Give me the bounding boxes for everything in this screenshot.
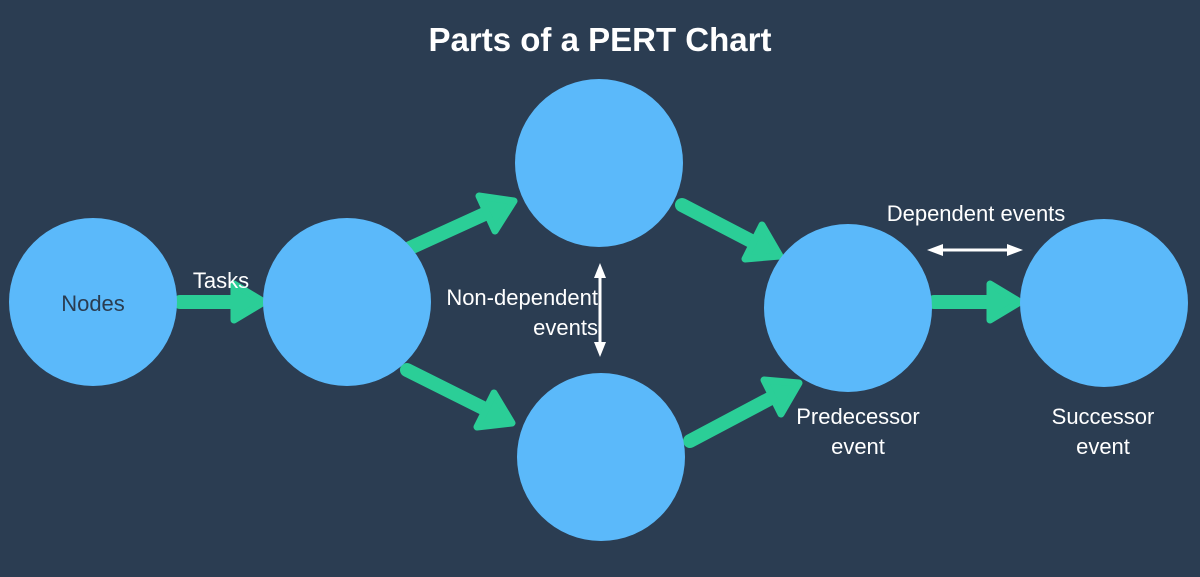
- predecessor-event-label: Predecessor event: [796, 404, 920, 459]
- node-circle-bottom: [517, 373, 685, 541]
- arrow-predecessor-to-successor: [927, 280, 1024, 324]
- node-circle-predecessor: [764, 224, 932, 392]
- nodes-label: Nodes: [61, 291, 125, 316]
- diagram-title: Parts of a PERT Chart: [428, 21, 772, 58]
- successor-event-label: Successor event: [1051, 404, 1155, 459]
- double-arrow-dependent: [927, 244, 1023, 256]
- arrow-hub-to-bottom: [400, 363, 516, 431]
- non-dependent-events-label: Non-dependent events: [446, 285, 598, 340]
- dependent-events-label: Dependent events: [886, 201, 1066, 226]
- node-circle-nodes: [9, 218, 177, 386]
- node-circle-top: [515, 79, 683, 247]
- arrow-bottom-to-predecessor: [683, 376, 803, 448]
- tasks-label: Tasks: [192, 268, 250, 293]
- node-circle-successor: [1020, 219, 1188, 387]
- node-circle-hub: [263, 218, 431, 386]
- double-arrow-non-dependent: [594, 263, 606, 357]
- arrow-hub-to-top: [403, 192, 518, 255]
- arrow-top-to-predecessor: [675, 198, 784, 263]
- arrow-nodes-to-hub: [173, 280, 268, 324]
